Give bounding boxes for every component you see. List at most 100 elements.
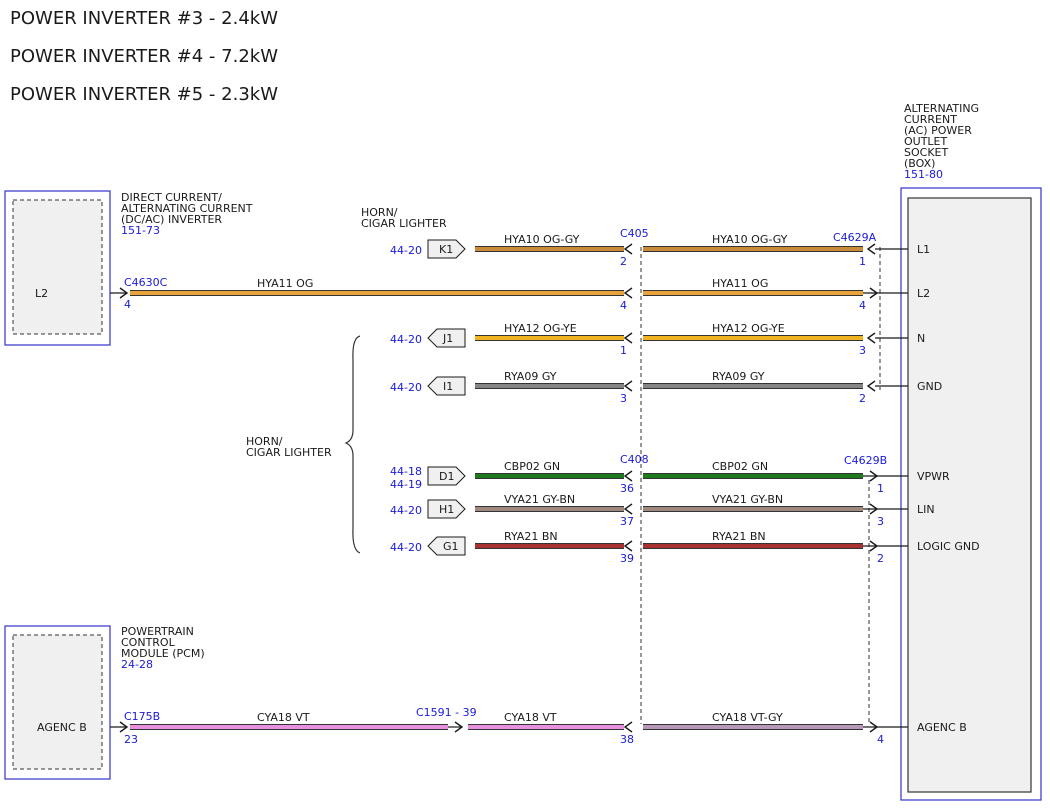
socket-name-line-3: (AC) POWER: [904, 124, 972, 137]
pcm-ref-link[interactable]: 24-28: [121, 658, 153, 671]
dcac-ref-link[interactable]: 151-73: [121, 224, 160, 237]
wire-hya10-right-label: HYA10 OG-GY: [712, 233, 788, 246]
connector-tag-i1[interactable]: [427, 376, 466, 396]
connector-tag-d1-label: D1: [439, 470, 454, 483]
connector-tag-j1[interactable]: [427, 328, 466, 348]
dcac-name-line-1: DIRECT CURRENT/: [121, 191, 222, 204]
socket-pin-logic-gnd: LOGIC GND: [917, 540, 980, 553]
wire-rya09-ref-link[interactable]: 44-20: [390, 381, 422, 394]
c4629b-label: C4629B: [844, 454, 887, 467]
wire-rya21-left-label: RYA21 BN: [504, 530, 558, 543]
connector-tag-h1[interactable]: [427, 499, 466, 519]
dcac-name-line-3: (DC/AC) INVERTER: [121, 213, 223, 226]
wire-hya12-left-segment: [475, 336, 624, 340]
wire-hya12-ref-link[interactable]: 44-20: [390, 333, 422, 346]
socket-ref-link[interactable]: 151-80: [904, 168, 943, 181]
wire-cbp02-end-pin: 1: [877, 482, 884, 495]
socket-name-line-5: SOCKET: [904, 146, 949, 159]
wire-cbp02-right-segment: [643, 474, 863, 478]
wire-vya21-mid-arrow: [623, 503, 633, 515]
wire-hya12-mid-pin: 1: [620, 344, 627, 357]
socket-box: [900, 187, 1042, 801]
wire-hya10-right-segment: [643, 247, 863, 251]
socket-pin-vpwr: VPWR: [917, 470, 950, 483]
wire-rya09-left-label: RYA09 GY: [504, 370, 557, 383]
connector-tag-g1[interactable]: [427, 536, 466, 556]
wire-cbp02-ref2-link[interactable]: 44-19: [390, 478, 422, 491]
socket-pin-agenc-b: AGENC B: [917, 721, 967, 734]
c4629a-label: C4629A: [833, 231, 877, 244]
wire-rya21-right-segment: [643, 544, 863, 548]
c175b-label: C175B: [124, 710, 160, 723]
wire-cya18-left-label: CYA18 VT: [257, 711, 310, 724]
wire-vya21-end-pin: 3: [877, 515, 884, 528]
socket-name-line-4: OUTLET: [904, 135, 948, 148]
dcac-pin-label: L2: [35, 287, 48, 300]
wire-vya21-ref-link[interactable]: 44-20: [390, 504, 422, 517]
wire-cya18-mid-segment: [468, 725, 624, 729]
wire-cya18-mid-label: CYA18 VT: [504, 711, 557, 724]
socket-pin-lin: LIN: [917, 503, 935, 516]
connector-tag-d1[interactable]: [427, 466, 466, 486]
wire-hya10-mid-arrow: [623, 243, 633, 255]
horn-top-line-2: CIGAR LIGHTER: [361, 217, 447, 230]
c405-label: C405: [620, 227, 649, 240]
title-inverter-3: POWER INVERTER #3 - 2.4kW: [10, 8, 278, 29]
wire-hya10-left-segment: [475, 247, 624, 251]
socket-pin-gnd: GND: [917, 380, 942, 393]
wire-vya21-left-segment: [475, 507, 624, 511]
wire-cya18-end-pin: 4: [877, 733, 884, 746]
connector-tag-h1-label: H1: [439, 503, 454, 516]
pcm-name-line-2: CONTROL: [121, 636, 175, 649]
c175b-pin-number: 23: [124, 733, 138, 746]
wire-hya10-ref-link[interactable]: 44-20: [390, 244, 422, 257]
c4630c-label: C4630C: [124, 276, 168, 289]
socket-name-line-6: (BOX): [904, 157, 936, 170]
wire-rya21-ref-link[interactable]: 44-20: [390, 541, 422, 554]
wire-cbp02-mid-arrow: [623, 470, 633, 482]
wire-hya12-end-pin: 3: [859, 344, 866, 357]
dcac-inverter-box: [4, 190, 111, 346]
socket-pin-l1: L1: [917, 243, 930, 256]
wire-hya11-mid-pin: 4: [620, 299, 627, 312]
dcac-inverter-label: DIRECT CURRENT/ ALTERNATING CURRENT (DC/…: [121, 192, 252, 236]
pcm-name-line-3: MODULE (PCM): [121, 647, 205, 660]
wire-rya21-end-pin: 2: [877, 552, 884, 565]
wire-hya10-end-arrow: [866, 243, 876, 255]
socket-pin-n: N: [917, 332, 925, 345]
wire-vya21-right-label: VYA21 GY-BN: [712, 493, 783, 506]
wire-hya10-left-label: HYA10 OG-GY: [504, 233, 580, 246]
wire-cbp02-left-label: CBP02 GN: [504, 460, 560, 473]
wire-rya21-right-label: RYA21 BN: [712, 530, 766, 543]
wire-hya12-end-arrow: [866, 332, 876, 344]
wire-rya21-mid-pin: 39: [620, 552, 634, 565]
wire-vya21-mid-pin: 37: [620, 515, 634, 528]
wire-hya12-right-label: HYA12 OG-YE: [712, 322, 785, 335]
wire-cbp02-left-segment: [475, 474, 624, 478]
wire-hya11-right-label: HYA11 OG: [712, 277, 768, 290]
wire-rya21-left-segment: [475, 544, 624, 548]
wire-hya10-end-pin: 1: [859, 255, 866, 268]
pcm-name-line-1: POWERTRAIN: [121, 625, 194, 638]
dcac-inverter-inner: [12, 199, 103, 335]
wire-vya21-right-segment: [643, 507, 863, 511]
horn-cigar-lighter-top-label: HORN/ CIGAR LIGHTER: [361, 207, 447, 229]
wire-rya09-mid-arrow: [623, 380, 633, 392]
connector-tag-g1-label: G1: [443, 540, 459, 553]
socket-label: ALTERNATING CURRENT (AC) POWER OUTLET SO…: [904, 103, 979, 180]
wire-cya18-right-segment: [643, 725, 863, 729]
wire-vya21-left-label: VYA21 GY-BN: [504, 493, 575, 506]
connector-tag-k1[interactable]: [427, 239, 466, 259]
pcm-label: POWERTRAIN CONTROL MODULE (PCM) 24-28: [121, 626, 205, 670]
c4630c-pin-number: 4: [124, 298, 131, 311]
wire-cbp02-ref-link[interactable]: 44-18: [390, 465, 422, 478]
wire-rya09-end-pin: 2: [859, 392, 866, 405]
socket-name-line-1: ALTERNATING: [904, 102, 980, 115]
wire-rya21-mid-arrow: [623, 540, 633, 552]
dcac-name-line-2: ALTERNATING CURRENT: [121, 202, 253, 215]
c408-label: C408: [620, 453, 649, 466]
wire-hya11-left-segment: [130, 291, 624, 295]
wire-rya09-right-label: RYA09 GY: [712, 370, 765, 383]
connector-tag-j1-label: J1: [442, 332, 453, 345]
